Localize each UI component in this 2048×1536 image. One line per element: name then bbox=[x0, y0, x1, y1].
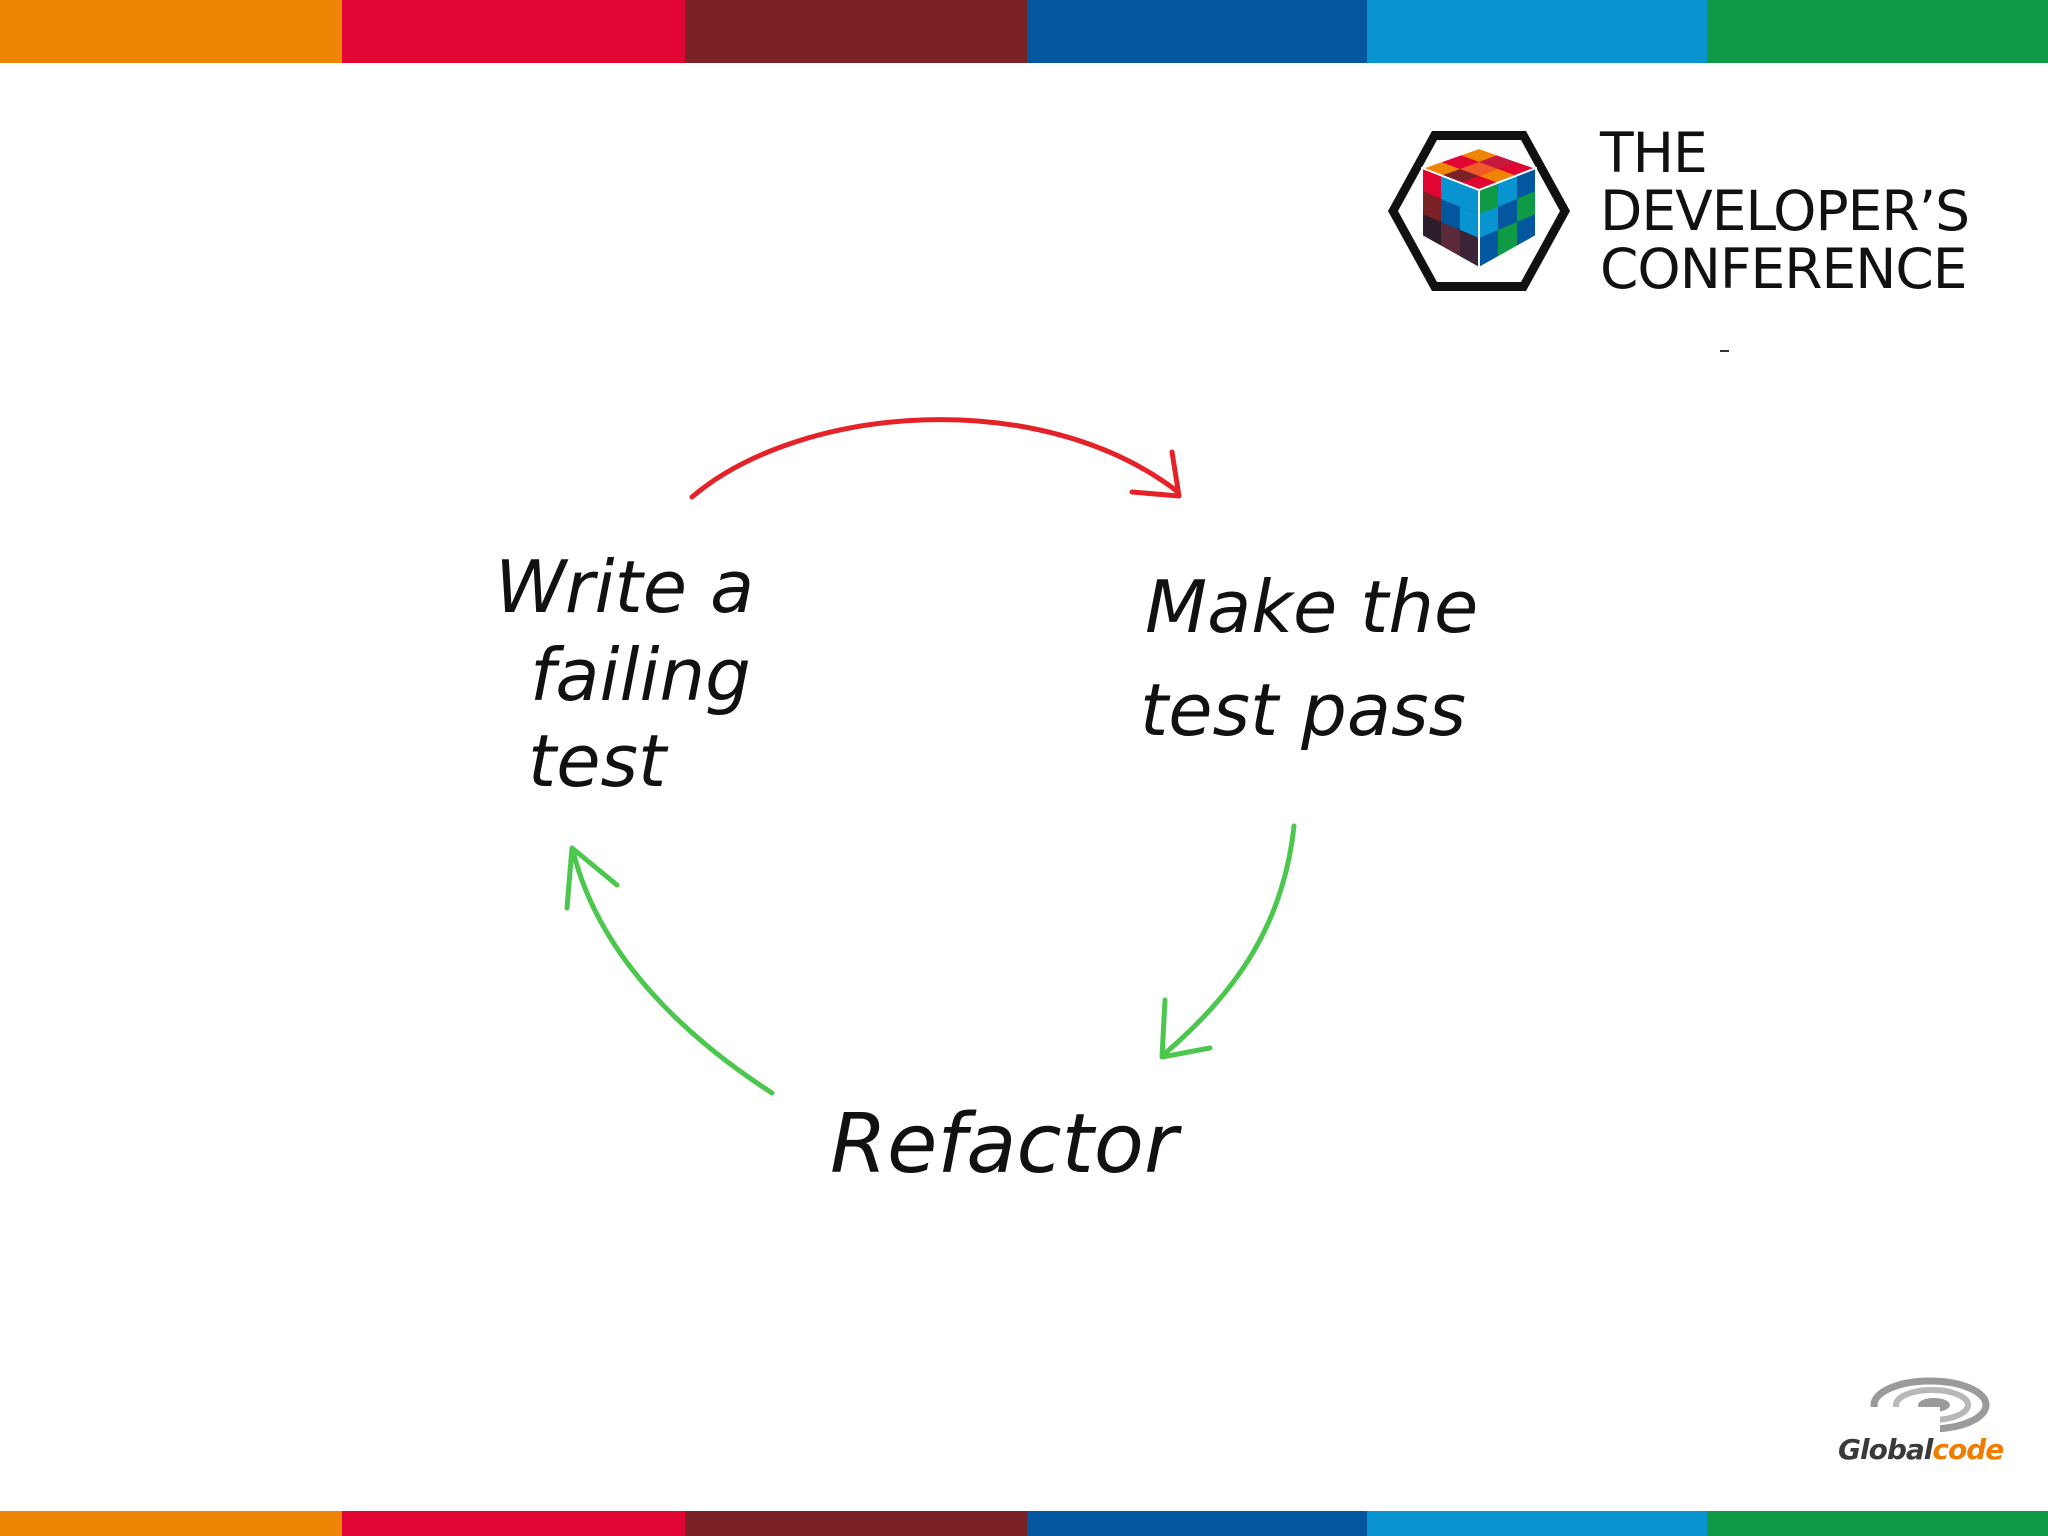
stripe-maroon bbox=[685, 1511, 1027, 1536]
step-write-line-2: failing bbox=[530, 633, 751, 717]
stripe-blue bbox=[1027, 0, 1367, 63]
step-write-line-1: Write a bbox=[495, 545, 754, 629]
cube-logo-icon bbox=[1388, 131, 1570, 291]
green-arrow-to-refactor bbox=[1160, 823, 1297, 1058]
stripe-green bbox=[1707, 1511, 2048, 1536]
bottom-color-stripe bbox=[0, 1511, 2048, 1536]
step-write-line-3: test bbox=[528, 719, 669, 803]
top-color-stripe bbox=[0, 0, 2048, 63]
red-arrowhead bbox=[1129, 449, 1182, 499]
globalcode-wordmark: Globalcode bbox=[1838, 1433, 2004, 1466]
stripe-orange bbox=[0, 1511, 342, 1536]
logo-line-3: CONFERENCE bbox=[1600, 237, 1967, 301]
stripe-orange bbox=[0, 0, 342, 63]
red-arrow-to-pass bbox=[689, 417, 1181, 500]
logo-dash-mark bbox=[1720, 350, 1729, 352]
stripe-red bbox=[342, 1511, 685, 1536]
green-arrowhead-right bbox=[1159, 997, 1213, 1060]
green-arrowhead-left bbox=[564, 845, 620, 911]
step-pass-line-2: test pass bbox=[1140, 668, 1466, 752]
swirl-icon bbox=[1870, 1377, 1990, 1435]
step-refactor: Refactor bbox=[830, 1097, 1182, 1192]
step-write-failing-test: Write a failing test bbox=[495, 545, 754, 803]
stripe-maroon bbox=[685, 0, 1027, 63]
logo-line-2: DEVELOPER’S bbox=[1600, 179, 1970, 243]
stripe-red bbox=[342, 0, 685, 63]
stripe-light-blue bbox=[1367, 0, 1707, 63]
green-arrow-to-write bbox=[570, 848, 775, 1096]
stripe-blue bbox=[1027, 1511, 1367, 1536]
stripe-green bbox=[1707, 0, 2048, 63]
conference-title: THE DEVELOPER’S CONFERENCE bbox=[1600, 121, 1970, 301]
globalcode-word-1: Global bbox=[1838, 1433, 1933, 1466]
logo-line-1: THE bbox=[1600, 121, 1708, 185]
globalcode-logo: Globalcode bbox=[1830, 1375, 2010, 1475]
globalcode-word-2: code bbox=[1932, 1433, 2004, 1466]
step-make-test-pass: Make the test pass bbox=[1140, 565, 1478, 752]
step-pass-line-1: Make the bbox=[1145, 565, 1478, 649]
stripe-light-blue bbox=[1367, 1511, 1707, 1536]
conference-logo: THE DEVELOPER’S CONFERENCE bbox=[1386, 124, 1986, 304]
